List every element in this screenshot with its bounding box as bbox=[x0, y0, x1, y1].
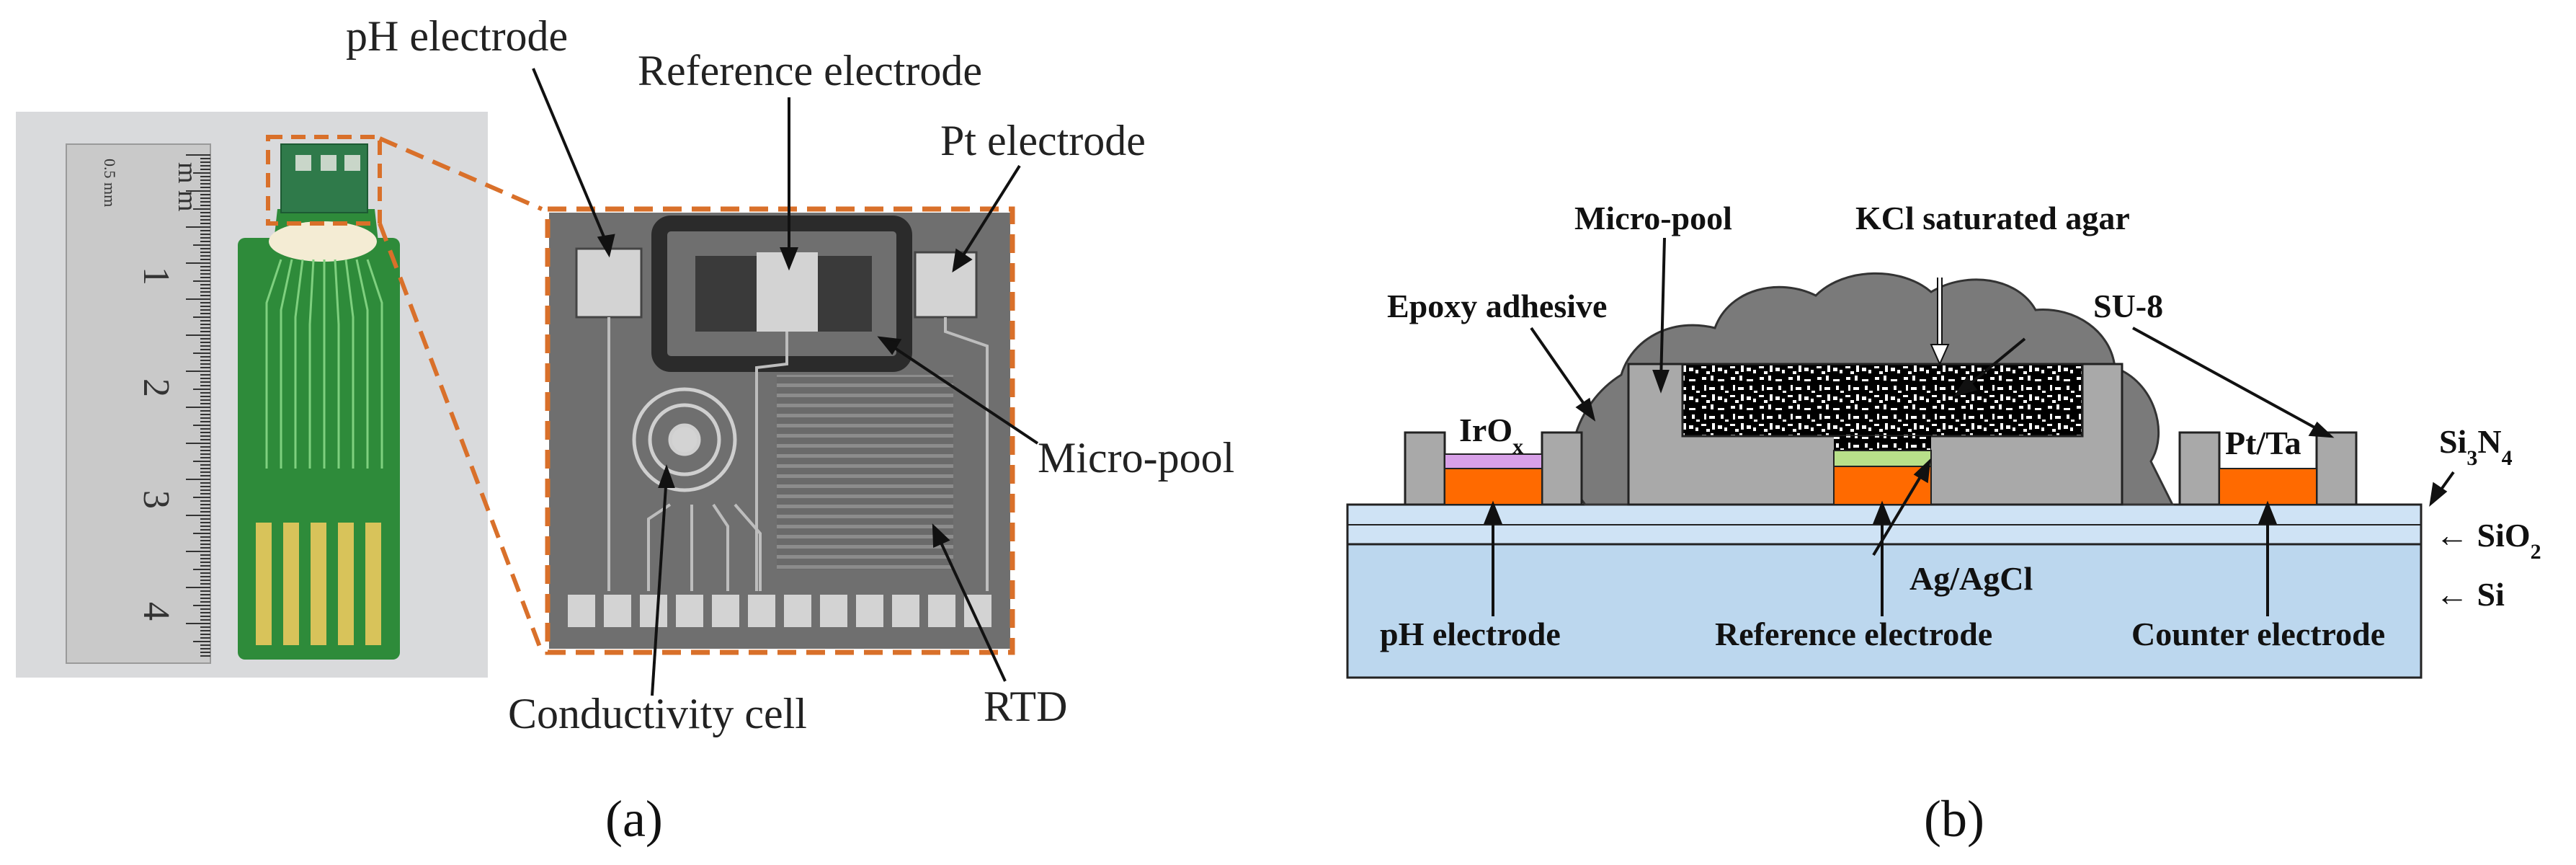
annotation-arrows-a bbox=[532, 68, 1039, 696]
si3n4-right-wall-2 bbox=[2315, 431, 2358, 506]
label-micro-pool: Micro-pool bbox=[1038, 434, 1234, 482]
annotation-arrows-b bbox=[1484, 237, 2455, 616]
ph-electrode-metal bbox=[1444, 468, 1543, 505]
bonding-pad bbox=[712, 595, 739, 627]
panel-b-caption: (b) bbox=[1924, 790, 1984, 848]
label-sio2: ← SiO2 bbox=[2435, 517, 2541, 564]
label-irox: IrOx bbox=[1459, 412, 1523, 458]
irox-layer bbox=[1444, 453, 1543, 469]
label-su8: SU-8 bbox=[2093, 288, 2163, 324]
kcl-arrowhead bbox=[1930, 344, 1950, 366]
ruler-mark-2: 2 bbox=[135, 378, 177, 397]
irox-sub: x bbox=[1512, 435, 1523, 458]
ruler-unit-label: m m bbox=[172, 162, 202, 212]
panel-a: 1 2 3 4 0.5 mm m m bbox=[16, 12, 1234, 848]
label-counter-electrode: Counter electrode bbox=[2131, 616, 2385, 652]
ruler-mark-4: 4 bbox=[135, 602, 177, 621]
chip-highlight-box bbox=[266, 135, 382, 226]
panel-a-caption: (a) bbox=[605, 790, 663, 848]
bonding-pad bbox=[784, 595, 811, 627]
si-substrate bbox=[1346, 543, 2423, 679]
agar-channel bbox=[1834, 436, 1931, 451]
agagcl-layer bbox=[1833, 450, 1932, 467]
bonding-pad bbox=[892, 595, 919, 627]
ruler: 1 2 3 4 0.5 mm m m bbox=[66, 143, 211, 664]
label-si3n4: Si3N4 bbox=[2439, 423, 2513, 470]
si3n4-left-wall-1 bbox=[1404, 431, 1446, 506]
ruler-body bbox=[66, 143, 211, 664]
pcb-body bbox=[238, 238, 400, 660]
chip-wires bbox=[607, 317, 989, 591]
sio2-sub: 2 bbox=[2531, 540, 2541, 564]
ruler-mark-3: 3 bbox=[135, 490, 177, 509]
pcb-gold-fingers bbox=[256, 523, 381, 645]
label-rtd: RTD bbox=[984, 683, 1067, 730]
label-micro-pool-b: Micro-pool bbox=[1574, 200, 1732, 236]
si3n4-right-wall-1 bbox=[2178, 431, 2221, 506]
panel-b: Micro-pool KCl saturated agar Epoxy adhe… bbox=[1346, 200, 2541, 848]
label-ph-electrode-b: pH electrode bbox=[1380, 616, 1561, 652]
label-ph-electrode: pH electrode bbox=[346, 12, 568, 60]
si3n4-part-a: Si bbox=[2439, 423, 2467, 460]
conductivity-cell bbox=[632, 387, 737, 492]
label-si: ← Si bbox=[2435, 576, 2505, 613]
ruler-mark-1: 1 bbox=[135, 267, 177, 285]
bonding-pad bbox=[928, 595, 955, 627]
bonding-pad bbox=[604, 595, 631, 627]
sensor-chip-small bbox=[280, 143, 368, 213]
bonding-pad bbox=[748, 595, 775, 627]
bonding-pad bbox=[856, 595, 883, 627]
chip-small-pad bbox=[344, 155, 360, 171]
si3n4-part-b: 3 bbox=[2466, 446, 2477, 470]
label-reference-electrode: Reference electrode bbox=[638, 47, 982, 94]
label-conductivity-cell: Conductivity cell bbox=[508, 690, 807, 737]
kcl-agar bbox=[1681, 363, 2084, 438]
pcb-board bbox=[238, 143, 400, 660]
si3n4-part-c: N bbox=[2477, 423, 2501, 460]
bonding-pad bbox=[568, 595, 595, 627]
counter-electrode-metal bbox=[2219, 468, 2317, 505]
ph-electrode-pad bbox=[575, 247, 643, 319]
bonding-pads bbox=[568, 595, 991, 627]
chip-dashed-frame bbox=[545, 206, 1015, 655]
ruler-ticks bbox=[186, 154, 210, 657]
chip-small-pad bbox=[321, 155, 337, 171]
label-ag-agcl: Ag/AgCl bbox=[1909, 560, 2033, 597]
label-epoxy-adhesive: Epoxy adhesive bbox=[1387, 288, 1607, 324]
zoom-line-top bbox=[378, 136, 543, 211]
rtd-serpentine bbox=[777, 375, 953, 569]
si3n4-left-wall-2 bbox=[1541, 431, 1583, 506]
label-pt-ta: Pt/Ta bbox=[2225, 425, 2301, 461]
sio2-base: ← SiO bbox=[2435, 517, 2531, 554]
si3n4-part-d: 4 bbox=[2502, 446, 2513, 470]
label-reference-electrode-b: Reference electrode bbox=[1715, 616, 1992, 652]
label-kcl-agar: KCl saturated agar bbox=[1855, 200, 2130, 236]
label-pt-electrode: Pt electrode bbox=[940, 117, 1146, 164]
bonding-pad bbox=[676, 595, 703, 627]
bonding-pad bbox=[640, 595, 667, 627]
irox-base: IrO bbox=[1459, 412, 1512, 448]
bonding-pad bbox=[820, 595, 847, 627]
ruler-unit-text: 0.5 mm bbox=[101, 159, 119, 207]
chip-small-pad bbox=[295, 155, 311, 171]
chip-micrograph bbox=[545, 206, 1015, 655]
zoom-line-bottom bbox=[378, 222, 544, 654]
epoxy-blob bbox=[269, 221, 377, 262]
pcb-traces bbox=[265, 259, 383, 469]
